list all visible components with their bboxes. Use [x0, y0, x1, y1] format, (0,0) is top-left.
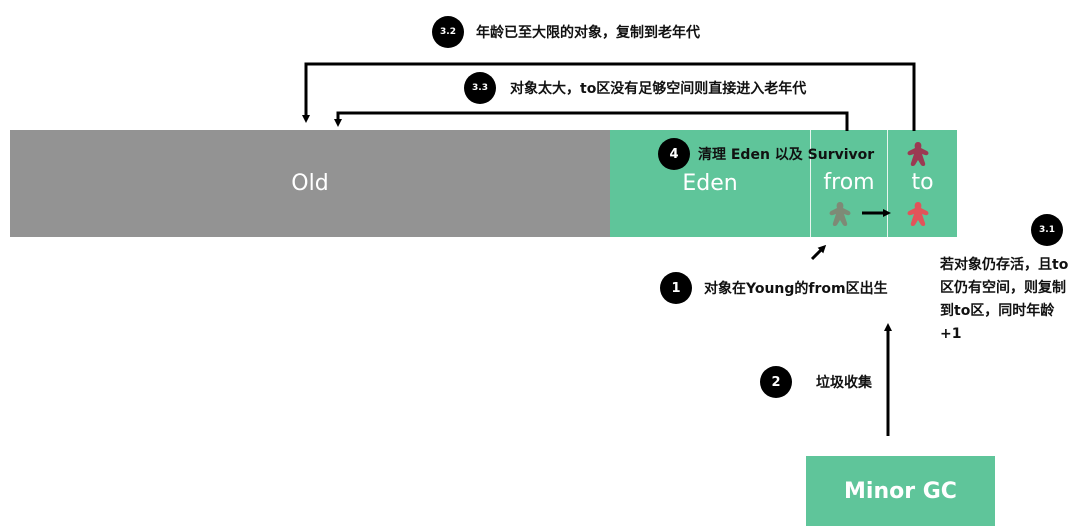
old-generation: Old: [10, 130, 610, 237]
step-badge-3-3: 3.3: [464, 72, 496, 104]
person-star-icon: [907, 202, 929, 227]
arrow-birth: [810, 244, 827, 261]
step-text-3-1: 若对象仍存活，且to区仍有空间，则复制到to区，同时年龄+1: [940, 257, 1069, 342]
from-label: from: [823, 170, 875, 195]
step-text-1: 对象在Young的from区出生: [704, 281, 888, 297]
step-badge-1: 1: [660, 272, 692, 304]
survivor-from: from: [810, 130, 887, 237]
to-label: to: [911, 170, 934, 195]
eden-space: Eden: [610, 130, 810, 237]
step-badge-4: 4: [658, 138, 690, 170]
person-star-icon: [907, 142, 929, 167]
step-text-2: 垃圾收集: [816, 375, 872, 391]
step-text-3-2: 年龄已至大限的对象，复制到老年代: [476, 25, 700, 41]
minor-gc-label: Minor GC: [844, 478, 957, 504]
step-badge-3-2: 3.2: [432, 16, 464, 48]
arrow-3-3: [334, 111, 849, 131]
old-label: Old: [291, 171, 329, 196]
minor-gc-box: Minor GC: [806, 456, 995, 526]
step-badge-2: 2: [760, 366, 792, 398]
arrow-3-2: [302, 62, 916, 131]
step-text-4: 清理 Eden 以及 Survivor: [698, 147, 875, 163]
step-badge-3-1: 3.1: [1031, 214, 1063, 246]
step-text-3-3: 对象太大，to区没有足够空间则直接进入老年代: [510, 81, 807, 97]
person-star-icon: [829, 202, 851, 227]
eden-label: Eden: [682, 171, 738, 196]
